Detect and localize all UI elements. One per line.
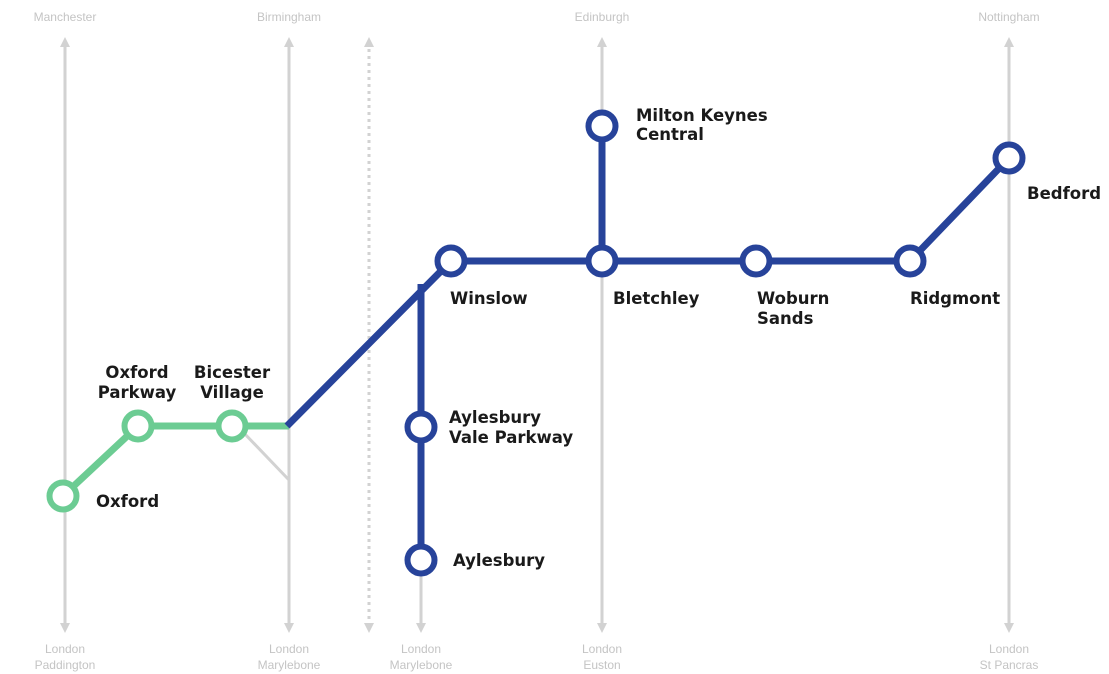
station-label: Sands [757, 309, 814, 328]
station-bicester-village[interactable]: Bicester Village [194, 363, 271, 443]
station-marker [404, 543, 438, 577]
station-label: Oxford [105, 363, 168, 382]
mainline-aylesbury: London Marylebone [390, 560, 453, 672]
station-label: Bedford [1027, 184, 1101, 203]
mainline-bottom-label: Euston [583, 658, 620, 672]
mainline-bottom-label: Paddington [35, 658, 96, 672]
station-oxford-parkway[interactable]: Oxford Parkway [98, 363, 177, 443]
mainline-bottom-label: Marylebone [390, 658, 453, 672]
station-ridgmont[interactable]: Ridgmont [893, 244, 1001, 309]
station-bletchley[interactable]: Bletchley [585, 244, 700, 309]
mainline-top-label: Nottingham [978, 10, 1039, 24]
mainline-top-label: Manchester [34, 10, 97, 24]
mainline-top-label: Birmingham [257, 10, 321, 24]
mainline-midland: Nottingham London St Pancras [978, 10, 1039, 672]
mainline-bottom-label: London [401, 642, 441, 656]
station-oxford[interactable]: Oxford [46, 479, 160, 513]
station-marker [121, 409, 155, 443]
station-aylesbury-vale-parkway[interactable]: Aylesbury Vale Parkway [404, 408, 574, 447]
station-marker [992, 141, 1026, 175]
station-marker [46, 479, 80, 513]
station-label: Woburn [757, 289, 829, 308]
station-label: Oxford [96, 492, 159, 511]
station-label: Ridgmont [910, 289, 1000, 308]
mainline-bottom-label: London [269, 642, 309, 656]
mainline-chiltern: Birmingham London Marylebone [257, 10, 321, 672]
station-label: Vale Parkway [449, 428, 573, 447]
mainline-bottom-label: Marylebone [258, 658, 321, 672]
station-milton-keynes-central[interactable]: Milton Keynes Central [585, 106, 768, 144]
mainline-top-label: Edinburgh [575, 10, 630, 24]
mainline-west-coast: Manchester London Paddington [34, 10, 97, 672]
station-marker [739, 244, 773, 278]
station-marker [585, 109, 619, 143]
mainline-bottom-label: London [989, 642, 1029, 656]
station-winslow[interactable]: Winslow [434, 244, 528, 309]
station-marker [434, 244, 468, 278]
station-marker [404, 410, 438, 444]
station-bedford[interactable]: Bedford [992, 141, 1102, 204]
station-label: Central [636, 125, 704, 144]
mainline-bottom-label: London [45, 642, 85, 656]
station-label: Parkway [98, 383, 177, 402]
station-marker [215, 409, 249, 443]
station-label: Bicester [194, 363, 271, 382]
station-label: Bletchley [613, 289, 700, 308]
mainline-wcml: Edinburgh London Euston [575, 10, 630, 672]
east-west-line [284, 126, 1012, 560]
station-label: Winslow [450, 289, 528, 308]
station-label: Aylesbury [453, 551, 545, 570]
station-woburn-sands[interactable]: Woburn Sands [739, 244, 830, 329]
mainline-bottom-label: London [582, 642, 622, 656]
station-marker [893, 244, 927, 278]
station-marker [585, 244, 619, 278]
station-label: Milton Keynes [636, 106, 768, 125]
existing-line [60, 422, 289, 499]
station-label: Village [200, 383, 264, 402]
station-label: Aylesbury [449, 408, 541, 427]
chord-connector [241, 430, 291, 482]
mainline-bottom-label: St Pancras [980, 658, 1039, 672]
station-aylesbury[interactable]: Aylesbury [404, 543, 546, 577]
